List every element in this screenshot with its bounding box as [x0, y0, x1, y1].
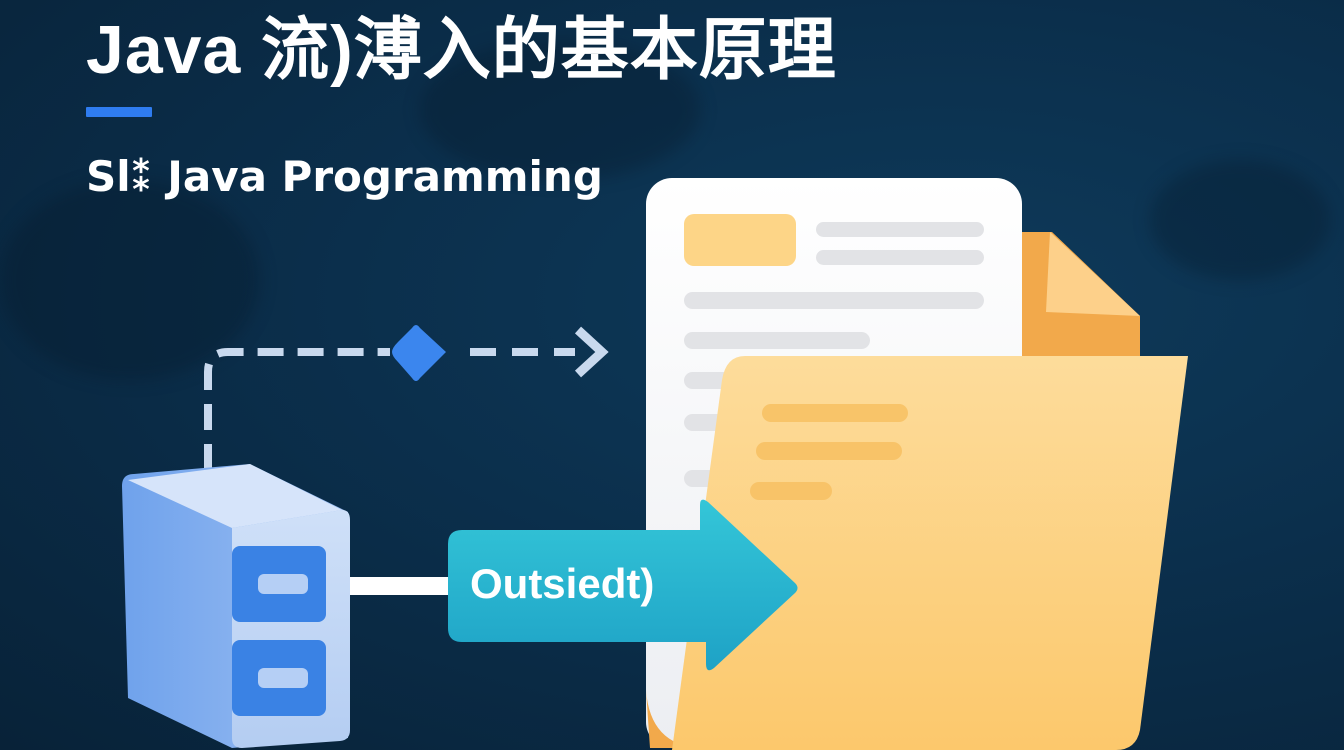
- title-accent-bar: [86, 107, 152, 117]
- blue-diamond-arrow-icon: [392, 325, 446, 381]
- dashed-connector: [204, 326, 609, 470]
- page-subtitle: Sl⁑ Java Programming: [86, 152, 603, 201]
- background-map-shape: [420, 40, 700, 180]
- file-cabinet-icon: [122, 464, 350, 748]
- folder-icon: [672, 356, 1188, 750]
- outside-arrow: [448, 499, 798, 671]
- page-title: Java 流)溥入的基本原理: [86, 12, 837, 88]
- arrow-label: Outsiedt): [470, 560, 655, 607]
- background-map-shape: [1150, 160, 1330, 280]
- background-map-shape: [0, 180, 260, 380]
